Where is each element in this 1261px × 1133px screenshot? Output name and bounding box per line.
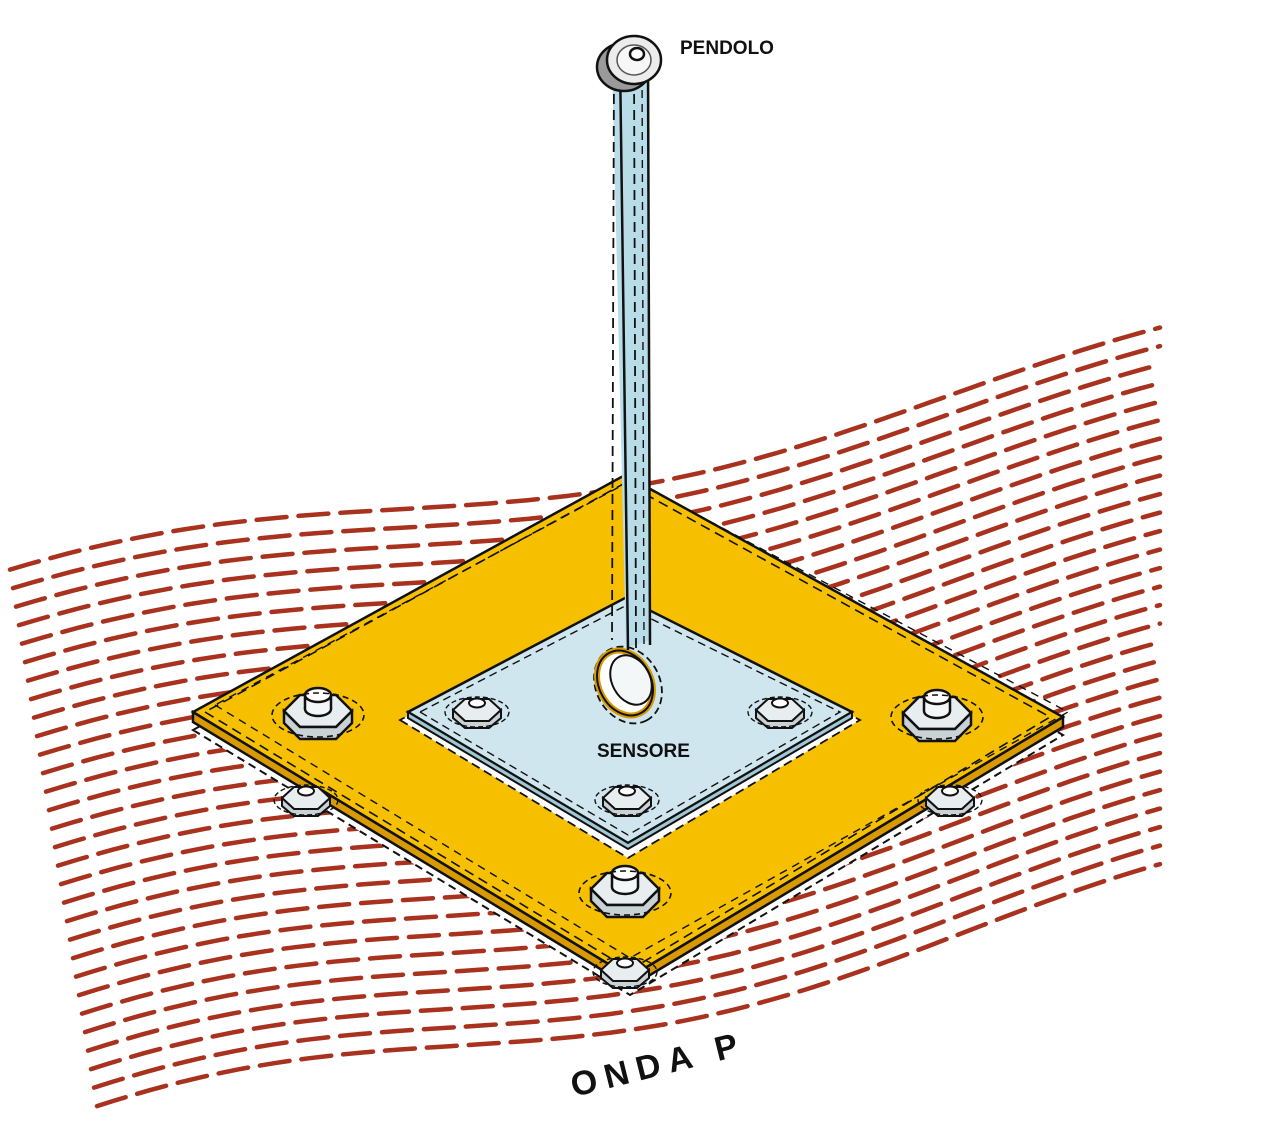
sensor-label: SENSORE: [597, 741, 690, 762]
bolt-nut-under-right: [918, 785, 982, 816]
pendulum-label: PENDOLO: [680, 38, 774, 59]
pendulum-disk: [597, 36, 661, 91]
